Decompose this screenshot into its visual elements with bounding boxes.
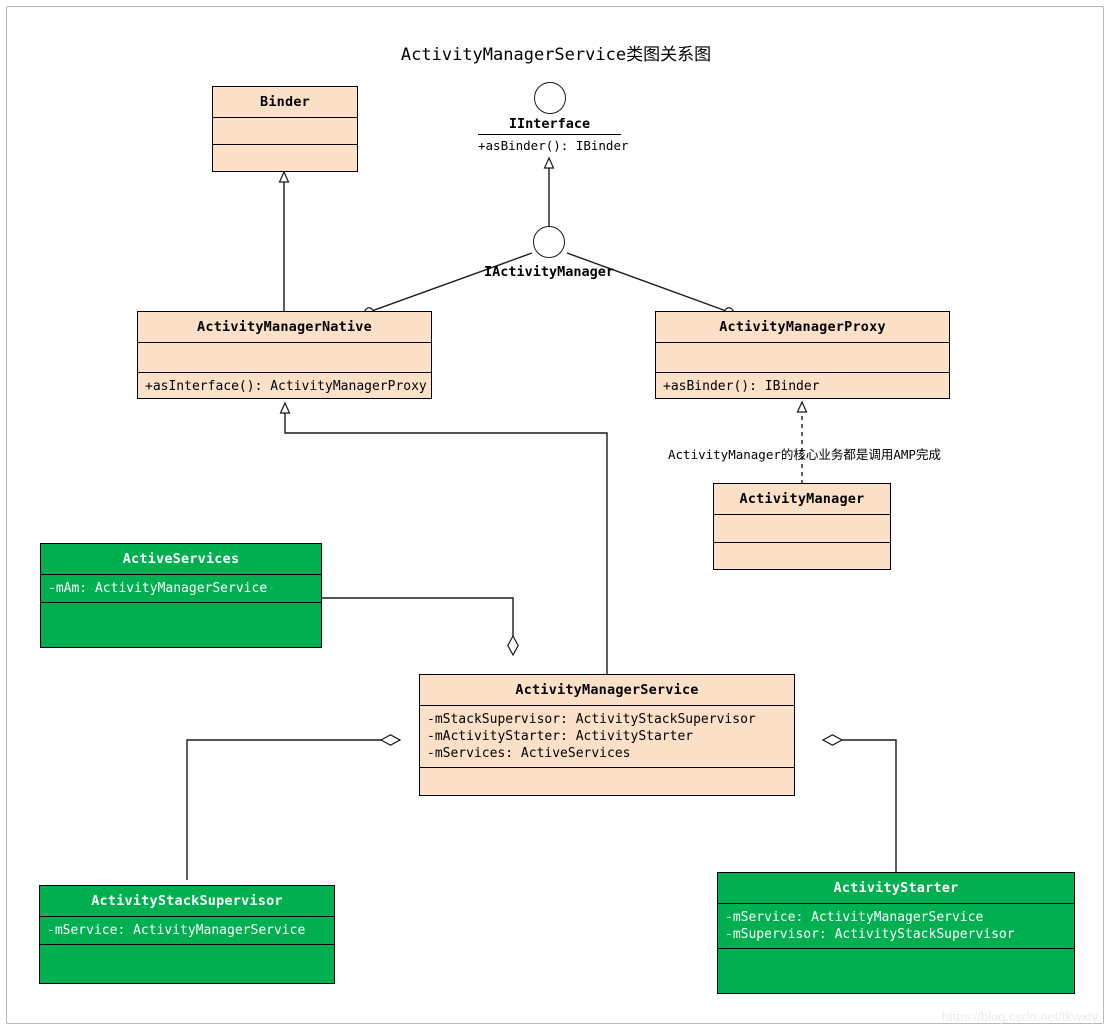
interface-circle-icon (533, 82, 566, 114)
class-activity-starter-title: ActivityStarter (718, 873, 1074, 904)
class-binder-methods (213, 145, 357, 172)
class-activity-manager-native[interactable]: ActivityManagerNative +asInterface(): Ac… (137, 311, 432, 399)
watermark: https://blog.csdn.net/tkwxty (941, 1009, 1098, 1024)
class-active-services-title: ActiveServices (41, 544, 321, 575)
class-binder-attributes (213, 118, 357, 145)
interface-divider (478, 134, 621, 135)
class-activity-starter-methods (718, 949, 1074, 981)
class-activity-manager-proxy-attributes (656, 343, 949, 373)
interface-iactivitymanager[interactable]: IActivityManager (484, 226, 614, 280)
class-activity-manager-proxy[interactable]: ActivityManagerProxy +asBinder(): IBinde… (655, 311, 950, 399)
page-border (6, 6, 1104, 1024)
class-activity-starter-attributes: -mService: ActivityManagerService -mSupe… (718, 904, 1074, 950)
class-active-services[interactable]: ActiveServices -mAm: ActivityManagerServ… (40, 543, 322, 648)
interface-iactivitymanager-label: IActivityManager (484, 264, 615, 280)
class-activity-manager-methods (714, 543, 890, 570)
class-activity-manager-service-attributes: -mStackSupervisor: ActivityStackSupervis… (420, 706, 794, 769)
class-activity-manager-service[interactable]: ActivityManagerService -mStackSupervisor… (419, 674, 795, 796)
class-active-services-methods (41, 603, 321, 639)
class-activity-stack-supervisor-title: ActivityStackSupervisor (40, 886, 334, 917)
class-activity-manager-proxy-title: ActivityManagerProxy (656, 312, 949, 343)
interface-circle-icon (533, 226, 565, 258)
class-activity-manager-title: ActivityManager (714, 484, 890, 515)
class-activity-manager-attributes (714, 515, 890, 543)
interface-iinterface[interactable]: IInterface +asBinder(): IBinder (478, 82, 629, 153)
annotation-amp-note: ActivityManager的核心业务都是调用AMP完成 (668, 447, 941, 462)
class-active-services-attributes: -mAm: ActivityManagerService (41, 575, 321, 604)
class-activity-stack-supervisor-attributes: -mService: ActivityManagerService (40, 917, 334, 946)
class-activity-stack-supervisor-methods (40, 945, 334, 976)
class-activity-manager-service-title: ActivityManagerService (420, 675, 794, 706)
class-activity-manager-native-methods: +asInterface(): ActivityManagerProxy (145, 379, 427, 394)
class-activity-manager-proxy-methods: +asBinder(): IBinder (663, 379, 820, 394)
class-binder-title: Binder (213, 87, 357, 118)
class-activity-manager[interactable]: ActivityManager (713, 483, 891, 570)
interface-iinterface-label: IInterface (508, 116, 591, 132)
class-activity-stack-supervisor[interactable]: ActivityStackSupervisor -mService: Activ… (39, 885, 335, 984)
class-activity-manager-native-attributes (138, 343, 431, 373)
interface-iinterface-method: +asBinder(): IBinder (478, 138, 629, 153)
class-activity-manager-native-title: ActivityManagerNative (138, 312, 431, 343)
class-activity-starter[interactable]: ActivityStarter -mService: ActivityManag… (717, 872, 1075, 994)
class-binder[interactable]: Binder (212, 86, 358, 172)
class-activity-manager-service-methods (420, 768, 794, 793)
page-title: ActivityManagerService类图关系图 (400, 45, 712, 65)
